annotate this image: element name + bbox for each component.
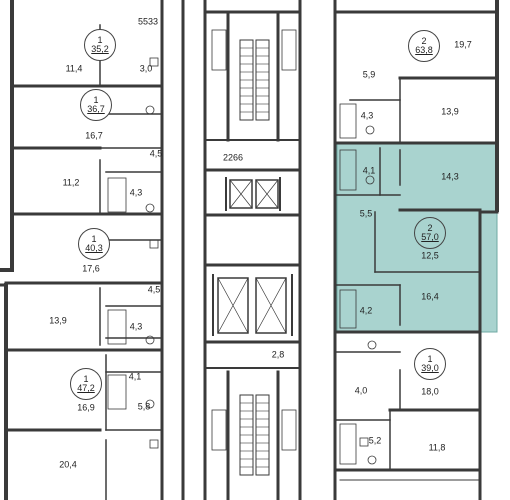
apartment-area: 35,2 [91,44,109,54]
apartment-area: 40,3 [85,243,103,253]
apartment-rooms: 2 [421,35,427,46]
room-label: 4,2 [359,305,373,316]
sink [359,437,369,447]
room-label: 11,8 [428,442,446,453]
room-label: 5,8 [137,401,151,412]
room-label: 5,2 [368,435,382,446]
room-label: 13,9 [49,315,67,326]
room-label: 4,3 [129,187,143,198]
room-label: 19,7 [454,39,472,50]
room-label: 5,5 [359,208,373,219]
apartment-rooms: 1 [97,34,103,45]
elevator-cross [217,179,287,334]
apartment-area: 36,7 [87,104,105,114]
apartment-rooms: 1 [91,233,97,244]
bathtub [339,149,357,191]
bathtub [339,423,357,465]
apartment-area: 57,0 [421,232,439,242]
apartment-rooms: 1 [93,94,99,105]
bathtub [339,103,357,139]
elevator-shaft [255,277,287,334]
toilet [145,335,155,345]
room-label: 11,2 [62,177,80,188]
room-label: 4,0 [354,385,368,396]
toilet [365,125,375,135]
room-label: 2,8 [271,349,285,360]
room-label: 4,5 [147,284,161,295]
toilet [145,105,155,115]
apartment-rooms: 1 [427,353,433,364]
room-label: 14,3 [441,171,459,182]
toilet [145,203,155,213]
bathtub [281,409,297,451]
toilet [365,175,375,185]
sink [149,439,159,449]
room-label: 20,4 [59,459,77,470]
bathtub [107,309,127,345]
elevator-shaft [217,277,249,334]
room-label: 11,4 [65,63,83,74]
stairs [239,39,270,476]
room-label: 17,6 [82,263,100,274]
toilet [367,340,377,350]
bathtub [281,29,297,71]
sink [149,57,159,67]
elevator-shaft [229,179,253,209]
room-label: 4,1 [128,371,142,382]
elevator-shaft [255,179,279,209]
apartment-rooms: 1 [83,373,89,384]
room-label: 5,9 [362,69,376,80]
room-label: 4,3 [129,321,143,332]
toilet [367,455,377,465]
room-label: 16,4 [421,291,439,302]
room-label: 18,0 [421,386,439,397]
sink [149,239,159,249]
bathtub [211,409,227,451]
room-label: 2266 [222,152,244,163]
room-label: 16,9 [77,402,95,413]
room-label: 3,0 [139,63,153,74]
bathtub [107,177,127,213]
apartment-area: 39,0 [421,363,439,373]
bathtub [211,29,227,71]
bathtub [107,374,127,410]
room-label: 5533 [137,16,159,27]
apartment-area: 63,8 [415,45,433,55]
room-label: 16,7 [85,130,103,141]
bathtub [339,289,357,329]
room-label: 4,3 [360,110,374,121]
room-label: 4,1 [362,165,376,176]
room-label: 12,5 [421,250,439,261]
toilet [145,399,155,409]
room-label: 4,5 [149,148,163,159]
apartment-rooms: 2 [427,222,433,233]
apartment-area: 47,2 [77,383,95,393]
room-label: 13,9 [441,106,459,117]
